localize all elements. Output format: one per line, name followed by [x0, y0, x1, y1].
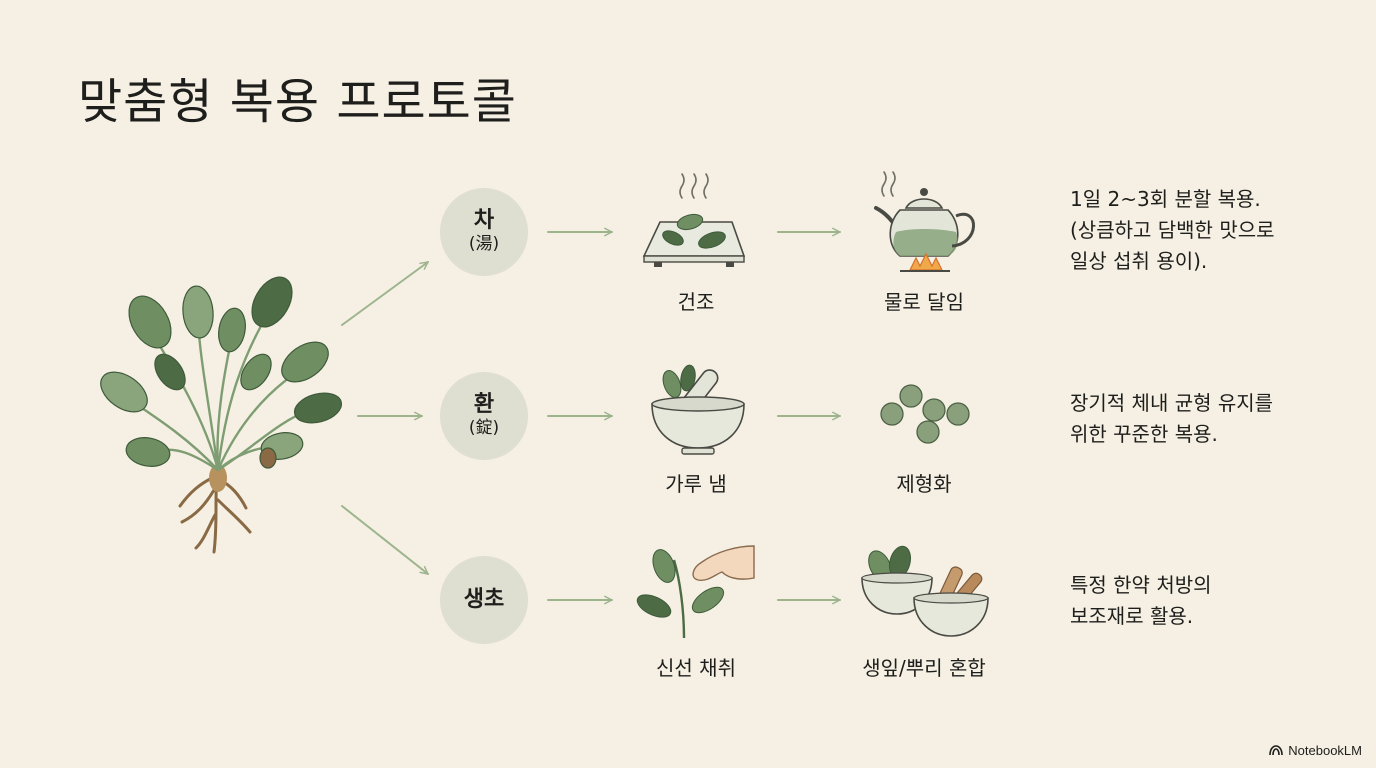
- drying-tray-icon: [642, 173, 746, 267]
- arrow-plant-to-tea: [341, 261, 429, 326]
- badge-tea: 차 (湯): [440, 188, 528, 276]
- badge-pill: 환 (錠): [440, 372, 528, 460]
- note-fresh-line: 보조재로 활용.: [1070, 604, 1194, 628]
- step-label-harvest: 신선 채취: [656, 656, 736, 680]
- badge-tea-sub: (湯): [468, 234, 500, 255]
- badge-pill-main: 환: [473, 391, 495, 417]
- badge-tea-main: 차: [473, 207, 495, 233]
- step-label-boiling: 물로 달임: [884, 290, 964, 314]
- note-tea-line: 일상 섭취 용이).: [1070, 249, 1208, 273]
- badge-fresh: 생초: [440, 556, 528, 644]
- herb-bowls-icon: [861, 545, 989, 637]
- badge-pill-sub: (錠): [468, 418, 500, 439]
- teapot-boiling-icon: [874, 171, 975, 272]
- note-tea: 1일 2~3회 분할 복용. (상큼하고 담백한 맛으로 일상 섭취 용이).: [1070, 184, 1360, 277]
- note-pill-line: 장기적 체내 균형 유지를: [1070, 391, 1274, 415]
- page-title: 맞춤형 복용 프로토콜: [78, 74, 517, 130]
- pills-icon: [880, 384, 970, 444]
- note-tea-line: (상큼하고 담백한 맛으로: [1070, 218, 1275, 242]
- note-pill: 장기적 체내 균형 유지를 위한 꾸준한 복용.: [1070, 388, 1360, 450]
- mortar-pestle-icon: [651, 364, 745, 455]
- note-fresh: 특정 한약 처방의 보조재로 활용.: [1070, 570, 1360, 632]
- note-fresh-line: 특정 한약 처방의: [1070, 573, 1212, 597]
- notebooklm-logo-icon: [1269, 745, 1284, 756]
- arrow-plant-to-fresh: [341, 505, 429, 575]
- note-tea-line: 1일 2~3회 분할 복용.: [1070, 187, 1261, 211]
- hand-picking-leaf-icon: [636, 545, 755, 639]
- badge-fresh-main: 생초: [463, 586, 505, 612]
- brand-watermark: NotebookLM: [1269, 743, 1362, 758]
- note-pill-line: 위한 꾸준한 복용.: [1070, 422, 1218, 446]
- step-label-grinding: 가루 냄: [665, 472, 727, 496]
- step-label-forming: 제형화: [896, 472, 952, 496]
- step-label-mixing: 생잎/뿌리 혼합: [862, 656, 986, 680]
- brand-label: NotebookLM: [1288, 743, 1362, 758]
- herb-plant-icon: [100, 276, 343, 554]
- step-label-drying: 건조: [677, 290, 715, 314]
